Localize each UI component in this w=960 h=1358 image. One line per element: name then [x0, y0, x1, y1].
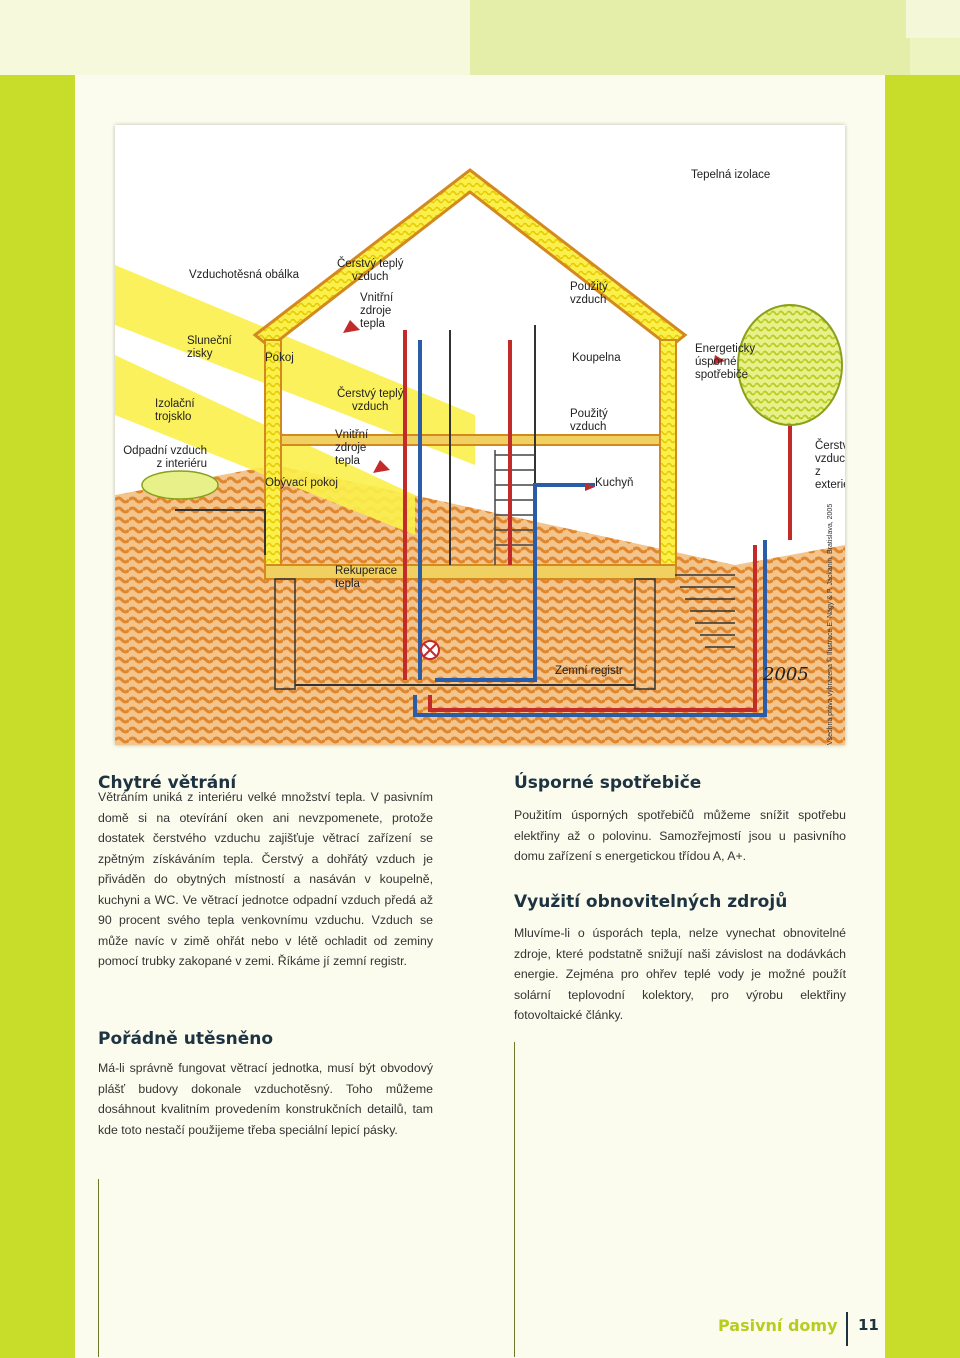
divider-left — [98, 1179, 99, 1357]
page: Vzduchotěsná obálka Tepelná izolace Slun… — [75, 75, 885, 1358]
label-heat-recovery: Rekuperace tepla — [335, 565, 398, 590]
label-used-air-1: Použitý vzduch — [570, 281, 608, 306]
top-band-right — [470, 0, 910, 75]
top-band-left — [0, 0, 470, 75]
label-used-air-2: Použitý vzduch — [570, 408, 608, 433]
label-solar-gains: Sluneční zisky — [187, 335, 232, 360]
label-airtight-envelope: Vzduchotěsná obálka — [189, 269, 299, 281]
text-vyuziti-zdroju: Mluvíme-li o úsporách tepla, nelze vynec… — [514, 926, 846, 1022]
label-internal-heat-2: Vnitřní zdroje tepla — [335, 429, 369, 467]
heading-usporne-spotrebice: Úsporné spotřebiče — [514, 773, 702, 793]
text-usporne-spotrebice: Použitím úsporných spotřebičů můžeme sní… — [514, 808, 846, 863]
text-chytre-vetrani: Větráním uniká z interiéru velké množstv… — [98, 790, 433, 968]
label-ground-register: Zemní registr — [555, 665, 623, 677]
page-number: 11 — [858, 1316, 879, 1334]
artist-signature: 2005 — [763, 664, 809, 685]
label-fresh-warm-air-2: Čerstvý teplý vzduch — [337, 388, 404, 413]
label-fresh-warm-air-1: Čerstvý teplý vzduch — [337, 258, 404, 283]
footer-separator — [846, 1312, 848, 1346]
credit-text: Všechna práva vyhrazena © Ilustrace E. N… — [827, 503, 834, 745]
label-living-room: Obývací pokoj — [265, 477, 338, 489]
label-triple-glazing: Izolační trojsklo — [155, 398, 195, 423]
house-illustration: Vzduchotěsná obálka Tepelná izolace Slun… — [115, 125, 845, 745]
label-internal-heat-1: Vnitřní zdroje tepla — [360, 292, 394, 330]
divider-right — [514, 1042, 515, 1357]
house-drawing — [115, 168, 845, 745]
heading-poradne-utesneno: Pořádně utěsněno — [98, 1029, 274, 1049]
label-kitchen: Kuchyň — [595, 477, 634, 489]
label-efficient-appliances: Energeticky úsporné spotřebiče — [695, 343, 756, 381]
text-poradne-utesneno: Má-li správně fungovat větrací jednotka,… — [98, 1061, 433, 1137]
illustration-credit: Všechna práva vyhrazena © Ilustrace E. N… — [827, 503, 839, 745]
label-waste-air: Odpadní vzduch z interiéru — [123, 445, 207, 470]
heading-vyuziti-zdroju: Využití obnovitelných zdrojů — [514, 892, 788, 912]
label-thermal-insulation: Tepelná izolace — [691, 169, 771, 181]
label-fresh-air-exterior: Čerstvý vzduch z exteriéru — [815, 440, 845, 491]
footer-title: Pasivní domy — [718, 1316, 838, 1335]
top-band — [0, 0, 960, 75]
label-bathroom: Koupelna — [572, 352, 621, 364]
label-room: Pokoj — [265, 352, 294, 364]
heading-chytre-vetrani: Chytré větrání — [98, 773, 237, 793]
corner-box — [906, 0, 960, 38]
